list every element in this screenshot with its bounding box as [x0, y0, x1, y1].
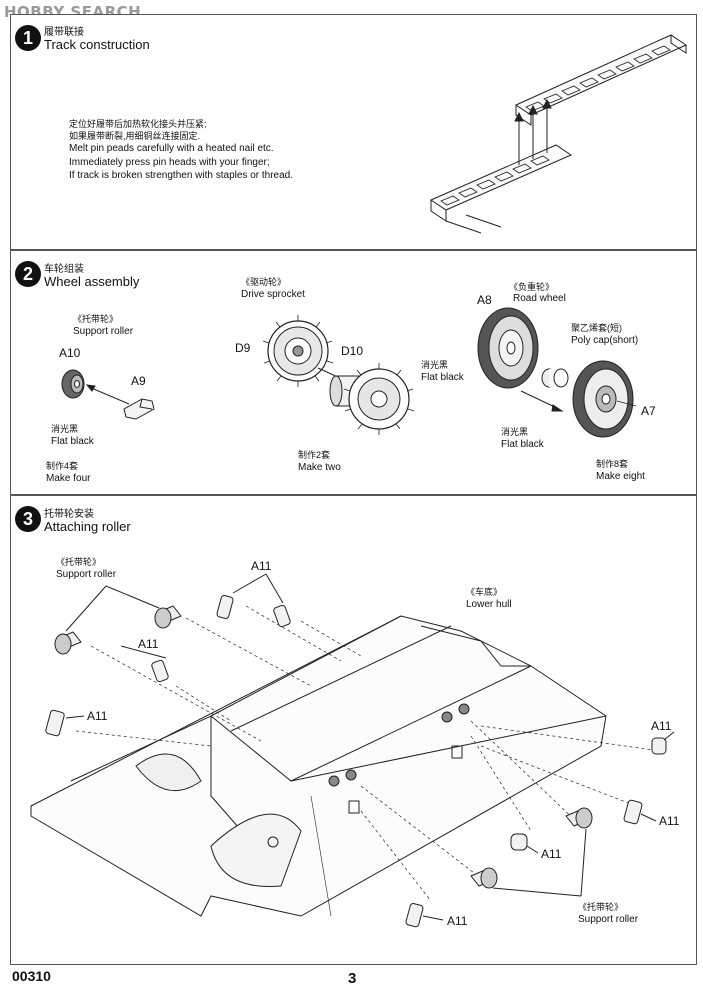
support-roller-make-zh: 制作4套: [46, 461, 79, 471]
hull-mount-holes: [328, 703, 470, 787]
part-label-a11: A11: [447, 914, 468, 928]
drive-sprocket-make-zh: 制作2套: [298, 450, 331, 460]
part-label-a11: A11: [251, 559, 272, 573]
wheel-assembly-illustration: [61, 307, 637, 438]
road-wheel-make-zh: 制作8套: [596, 459, 629, 469]
drive-sprocket-name-en: Drive sprocket: [241, 289, 305, 300]
step-3-title-zh: 托带轮安装: [44, 509, 94, 520]
track-illustration: [429, 34, 688, 234]
sprocket-d9-drawing: [262, 315, 334, 387]
road-wheel-paint2-zh: 消光黑: [501, 427, 529, 437]
road-wheel-a8-drawing: [477, 307, 539, 389]
road-wheel-make-en: Make eight: [596, 471, 645, 482]
step-2-panel: 2 车轮组装 Wheel assembly 《托带轮》 Support roll…: [10, 250, 697, 495]
part-label-a10: A10: [59, 346, 81, 360]
support-roller-label-left-en: Support roller: [56, 569, 117, 580]
road-wheel-a7-drawing: [572, 360, 637, 438]
drive-sprocket-name-zh: 《驱动轮》: [241, 277, 287, 287]
part-label-a9: A9: [131, 374, 146, 388]
step-1-instruction-2: 如果履带断裂,用细铜丝连接固定.: [69, 131, 201, 141]
support-roller-label-right-zh: 《托带轮》: [578, 902, 624, 912]
step-1-instruction-3: Melt pin peads carefully with a heated n…: [69, 143, 274, 154]
support-roller-parts: [54, 585, 593, 897]
support-roller-drawing: [61, 369, 155, 420]
upper-track-run: [514, 34, 688, 126]
step-3-panel: 3 托带轮安装 Attaching roller 《托带轮》 Support r…: [10, 495, 697, 965]
step-1-instruction-5: If track is broken strengthen with stapl…: [69, 170, 293, 181]
lower-hull-label-zh: 《车底》: [466, 587, 503, 597]
support-roller-name-zh: 《托带轮》: [73, 314, 119, 324]
join-arrows: [514, 98, 552, 165]
step-1-title-zh: 履带联接: [44, 27, 84, 38]
support-roller-paint-zh: 消光黑: [51, 424, 79, 434]
page-number: 3: [348, 970, 357, 987]
step-1-panel: 1 履带联接 Track construction 定位好履带后加热软化接头并压…: [10, 14, 697, 250]
road-wheel-paint-zh: 消光黑: [421, 360, 449, 370]
lower-hull-drawing: [30, 605, 662, 917]
lower-hull-label-en: Lower hull: [466, 599, 512, 610]
step-1-instruction-1: 定位好履带后加热软化接头并压紧;: [69, 119, 207, 129]
support-roller-label-right-en: Support roller: [578, 914, 639, 925]
step-2-badge: 2: [15, 261, 41, 287]
poly-cap-name-en: Poly cap(short): [571, 335, 639, 346]
part-label-a7: A7: [641, 404, 656, 418]
step-1-instruction-4: Immediately press pin heads with your fi…: [69, 157, 270, 168]
support-roller-paint-en: Flat black: [51, 436, 94, 447]
road-wheel-name-en: Road wheel: [513, 293, 566, 304]
lower-hull-illustration: [30, 573, 675, 928]
support-roller-name-en: Support roller: [73, 326, 134, 337]
step-1-title-en: Track construction: [44, 37, 150, 52]
poly-cap-name-zh: 聚乙烯套(短): [571, 323, 622, 333]
step-3-badge: 3: [15, 506, 41, 532]
drive-sprocket-make-en: Make two: [298, 462, 341, 473]
road-wheel-name-zh: 《负重轮》: [509, 282, 555, 292]
step-3-title-en: Attaching roller: [44, 519, 131, 534]
part-label-d10: D10: [341, 344, 364, 358]
part-label-a8: A8: [477, 293, 492, 307]
a11-leader-lines: [65, 573, 675, 921]
part-label-d9: D9: [235, 341, 251, 355]
part-label-a11: A11: [541, 847, 562, 861]
a11-bracket-parts: [45, 594, 667, 928]
step-1-badge: 1: [15, 25, 41, 51]
part-label-a11: A11: [659, 814, 680, 828]
lower-track-run: [429, 144, 573, 234]
part-label-a11: A11: [651, 719, 672, 733]
part-label-a11: A11: [87, 709, 108, 723]
support-roller-make-en: Make four: [46, 473, 91, 484]
step-2-title-zh: 车轮组装: [44, 264, 84, 275]
road-wheel-paint2-en: Flat black: [501, 439, 544, 450]
step-2-title-en: Wheel assembly: [44, 274, 140, 289]
support-roller-label-left-zh: 《托带轮》: [56, 557, 102, 567]
sprocket-d10-drawing: [329, 363, 415, 435]
poly-cap-drawing: [541, 368, 569, 388]
part-label-a11: A11: [138, 637, 159, 651]
product-code: 00310: [12, 968, 51, 984]
road-wheel-paint-en: Flat black: [421, 372, 464, 383]
